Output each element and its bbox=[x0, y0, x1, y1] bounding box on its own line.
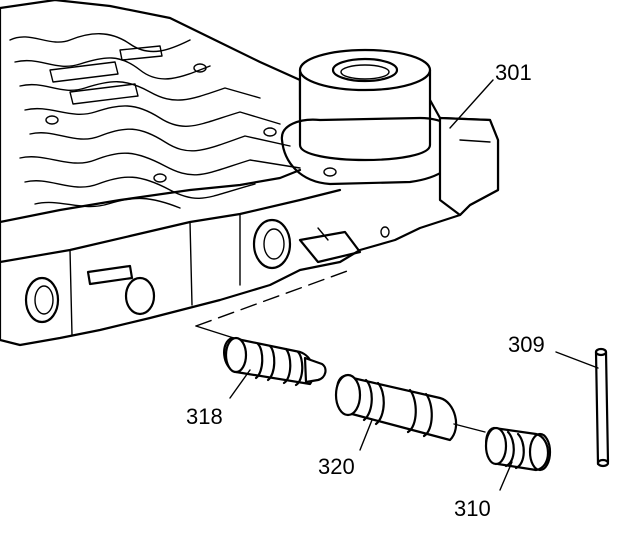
callout-310: 310 bbox=[454, 496, 491, 521]
pin-309 bbox=[594, 347, 610, 468]
valve-body-assembly bbox=[0, 0, 500, 347]
callout-309: 309 bbox=[508, 332, 545, 357]
callout-320: 320 bbox=[318, 454, 355, 479]
valve-318 bbox=[223, 336, 327, 387]
callout-318: 318 bbox=[186, 404, 223, 429]
plug-310 bbox=[484, 426, 552, 472]
callout-301: 301 bbox=[495, 60, 532, 85]
leader-lines bbox=[229, 79, 599, 491]
sleeve-320 bbox=[334, 373, 486, 442]
